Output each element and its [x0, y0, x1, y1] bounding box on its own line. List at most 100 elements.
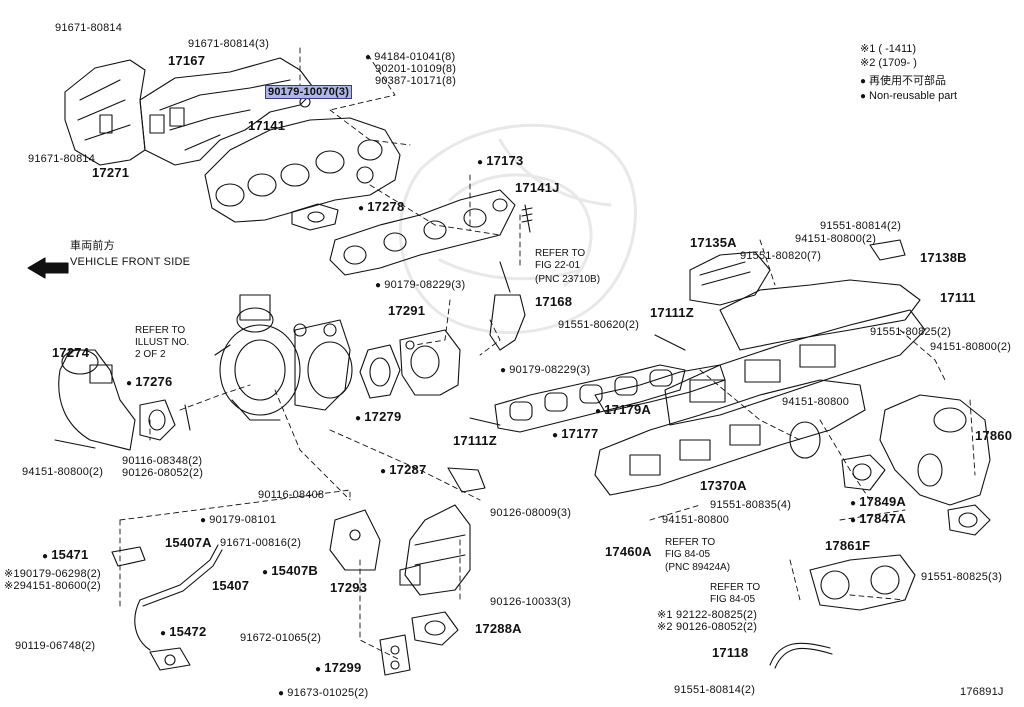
part-label[interactable]: 17279: [355, 410, 401, 425]
turbo-outlet-elbow: [54, 349, 136, 451]
legend-note-1: ※1 ( -1411): [860, 43, 917, 55]
part-label[interactable]: 17293: [330, 580, 368, 595]
part-label[interactable]: 17111: [940, 290, 976, 305]
part-label[interactable]: 94151-80800(2): [930, 341, 1012, 353]
bracket-17293: [329, 509, 381, 571]
part-label[interactable]: 17141: [248, 118, 286, 133]
part-label[interactable]: 17173: [477, 154, 523, 169]
turbocharger: [214, 294, 353, 421]
part-label[interactable]: 91551-80814(2): [674, 684, 756, 696]
stud-17111Z-b: [654, 334, 686, 351]
part-label[interactable]: 91551-80825(3): [921, 571, 1003, 583]
highlighted-part-label[interactable]: 90179-10070(3): [265, 85, 353, 99]
part-label[interactable]: 17860: [975, 428, 1013, 443]
part-label[interactable]: 90126-08052(2): [122, 467, 204, 479]
part-label[interactable]: 17111Z: [650, 305, 694, 320]
part-label[interactable]: ※2 90126-08052(2): [657, 621, 758, 633]
part-label[interactable]: 94151-80800: [782, 396, 850, 408]
part-label[interactable]: 17167: [168, 53, 206, 68]
part-label[interactable]: 94151-80800(2): [795, 233, 877, 245]
refer-fig-84-note-b: REFER TO FIG 84-05: [710, 582, 761, 605]
part-label[interactable]: 17287: [380, 463, 426, 478]
part-label[interactable]: 90116-08408: [258, 489, 325, 501]
exhaust-manifold: [204, 96, 401, 223]
flange-gasket-17278: [291, 203, 339, 231]
part-label[interactable]: 17118: [712, 645, 749, 660]
part-label[interactable]: 17278: [358, 200, 404, 215]
oil-pipe: [134, 544, 223, 651]
part-label[interactable]: 17460A: [605, 544, 652, 559]
part-label[interactable]: 90126-10033(3): [490, 596, 572, 608]
gasket-15472: [149, 647, 191, 671]
bracket-17168: [489, 261, 526, 351]
part-label[interactable]: 17111Z: [453, 433, 497, 448]
refer-fig-22-pnc: (PNC 23710B): [535, 274, 601, 285]
part-label[interactable]: 17135A: [690, 235, 737, 250]
part-label[interactable]: 15407: [212, 578, 250, 593]
part-label[interactable]: 17276: [126, 375, 172, 390]
part-label[interactable]: ※1 92122-80825(2): [657, 609, 758, 621]
part-label[interactable]: 17168: [535, 294, 573, 309]
part-label[interactable]: 15472: [160, 625, 206, 640]
part-label[interactable]: 17861F: [825, 538, 871, 553]
egr-pipe-17861F: [809, 554, 916, 611]
gasket-17276: [139, 399, 176, 441]
part-label[interactable]: 91551-80820(7): [740, 250, 822, 262]
part-label[interactable]: 90179-08101: [200, 514, 276, 527]
gasket-15471: [111, 546, 146, 567]
bracket-17299: [379, 634, 411, 676]
intake-manifold-upper: [664, 279, 926, 426]
part-label[interactable]: 90126-08009(3): [490, 507, 572, 519]
gasket-17288A: [411, 611, 459, 646]
part-label[interactable]: 91671-80814: [28, 153, 96, 165]
refer-illust-note: REFER TO ILLUST NO. 2 OF 2: [135, 325, 190, 360]
part-label[interactable]: 91671-00816(2): [220, 537, 302, 549]
part-label[interactable]: 17141J: [515, 180, 560, 195]
part-label[interactable]: 91672-01065(2): [240, 632, 322, 644]
part-label[interactable]: 91671-80814: [55, 22, 123, 34]
legend-note-2: ※2 (1709- ): [860, 57, 917, 69]
part-label[interactable]: 91551-80814(2): [820, 220, 902, 232]
part-label[interactable]: 91551-80835(4): [710, 499, 792, 511]
part-label[interactable]: 91551-80620(2): [558, 319, 640, 331]
part-label[interactable]: 17177: [552, 427, 598, 442]
turbo-gasket: [359, 344, 401, 399]
part-label[interactable]: 91671-80814(3): [188, 38, 270, 50]
gasket-17849A: [841, 454, 886, 491]
part-label[interactable]: 17291: [388, 303, 426, 318]
part-label[interactable]: 15407B: [262, 564, 318, 579]
part-label[interactable]: 90201-10109(8): [375, 63, 457, 75]
part-label[interactable]: 17271: [92, 165, 130, 180]
part-label[interactable]: 90387-10171(8): [375, 75, 457, 87]
part-label[interactable]: 17179A: [595, 403, 651, 418]
part-label[interactable]: 17288A: [475, 621, 522, 636]
refer-fig-84-note-a: REFER TO FIG 84-05: [665, 537, 716, 560]
legend-reuse-jp: 再使用不可部品: [860, 74, 957, 89]
part-label[interactable]: 91673-01025(2): [278, 687, 368, 700]
part-label[interactable]: 17274: [52, 345, 90, 360]
exhaust-adapter: [399, 329, 461, 396]
part-label[interactable]: 17299: [315, 661, 361, 676]
part-label[interactable]: 91551-80825(2): [870, 326, 952, 338]
part-label[interactable]: 17847A: [850, 512, 906, 527]
part-label[interactable]: 17849A: [850, 495, 906, 510]
part-label[interactable]: 90116-08348(2): [122, 455, 203, 467]
part-label[interactable]: 17138B: [920, 250, 967, 265]
part-label[interactable]: 94151-80800: [662, 514, 730, 526]
bracket-17287: [447, 467, 486, 493]
part-label[interactable]: ※294151-80600(2): [4, 580, 101, 592]
part-label[interactable]: 94151-80800(2): [22, 466, 104, 478]
part-label[interactable]: 90179-08229(3): [375, 279, 465, 292]
refer-fig-84-pnc: (PNC 89424A): [665, 562, 731, 573]
part-label[interactable]: 15471: [42, 548, 88, 563]
watermark-logo: [398, 123, 637, 335]
part-label[interactable]: 94184-01041(8): [365, 51, 455, 64]
legend: ※1 ( -1411) ※2 (1709- ) 再使用不可部品 Non-reus…: [860, 42, 957, 104]
part-label[interactable]: 90179-08229(3): [500, 364, 590, 377]
part-label[interactable]: ※190179-06298(2): [4, 568, 101, 580]
cover-17135A: [689, 251, 771, 306]
catalytic-converter: [399, 504, 471, 596]
part-label[interactable]: 17370A: [700, 478, 747, 493]
part-label[interactable]: 15407A: [165, 535, 212, 550]
part-label[interactable]: 90119-06748(2): [15, 640, 96, 652]
